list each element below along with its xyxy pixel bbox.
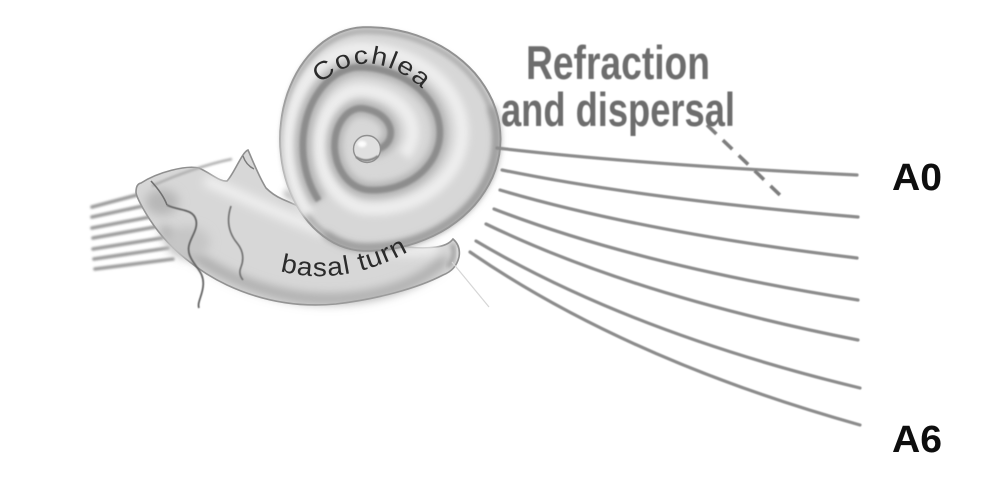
dispersed-ray-fan [468,146,862,427]
incoming-sound-ray [90,215,152,230]
incoming-sound-ray [90,204,145,219]
incoming-sound-ray [90,193,139,209]
cochlea-spiral [279,26,502,252]
spiral-groove [299,63,444,203]
vestibule-shade-patch [145,189,179,215]
dispersed-ray [495,146,859,177]
vestibule-shade-patch [166,226,210,258]
label-ray-a0: A0 [892,157,942,199]
incoming-sound-ray [93,257,175,271]
tissue-fold-line [166,204,205,309]
pointer-dashed-line [705,123,783,198]
spiral-whorl-sheen [281,41,469,218]
apex-shade-arc [355,155,379,162]
label-refraction-line1: Refraction [526,36,710,89]
apex-highlight [357,140,367,148]
dispersed-ray [474,239,862,390]
body-endcap-shade [446,243,456,269]
spiral-rim-shadow-lower-right [322,105,501,252]
label-ray-a6: A6 [892,419,942,461]
dispersed-ray [500,168,860,219]
dispersed-ray [492,207,860,302]
cochlea-illustration [135,26,502,309]
incoming-sound-ray [91,236,164,251]
body-top-contour [151,157,233,188]
pointer-group [705,123,783,198]
incoming-sound-rays [90,193,175,271]
tissue-fold-line [150,180,168,206]
dispersed-ray [468,250,862,427]
dispersed-ray [498,188,859,260]
body-shading-bottom [158,224,450,304]
tissue-fold-line [227,205,244,281]
incoming-sound-ray [92,246,170,261]
scratch-artifact-line [451,261,490,308]
label-refraction-line2: and dispersal [501,83,735,136]
tissue-fold-line [242,155,255,170]
dispersed-ray [484,222,860,342]
incoming-sound-ray [91,225,157,240]
